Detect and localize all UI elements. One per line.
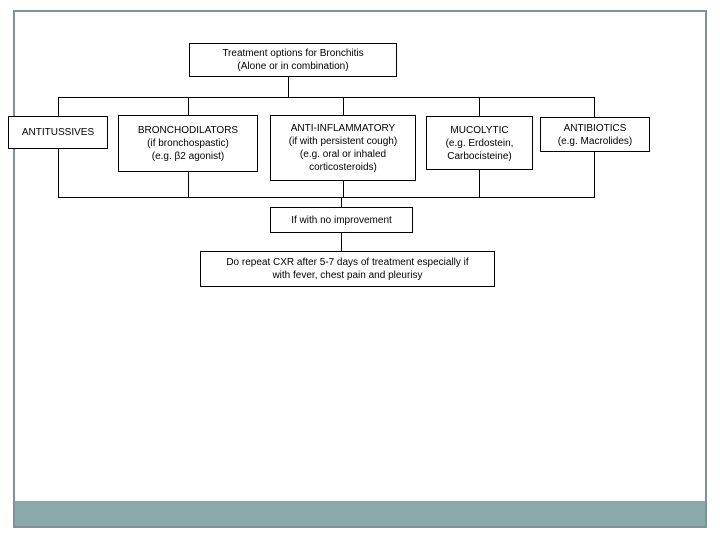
node-treatment-options-title: Treatment options for Bronchitis (Alone … — [189, 43, 397, 77]
bottom-accent-bar — [15, 501, 705, 526]
node-repeat-cxr: Do repeat CXR after 5-7 days of treatmen… — [200, 251, 495, 287]
node-bronchodilators: BRONCHODILATORS (if bronchospastic) (e.g… — [118, 115, 258, 172]
node-antitussives: ANTITUSSIVES — [8, 116, 108, 149]
node-anti-inflammatory: ANTI-INFLAMMATORY (if with persistent co… — [270, 115, 416, 181]
node-antibiotics: ANTIBIOTICS (e.g. Macrolides) — [540, 117, 650, 152]
node-mucolytic: MUCOLYTIC (e.g. Erdostein, Carbocisteine… — [426, 116, 533, 170]
node-no-improvement: If with no improvement — [270, 207, 413, 233]
